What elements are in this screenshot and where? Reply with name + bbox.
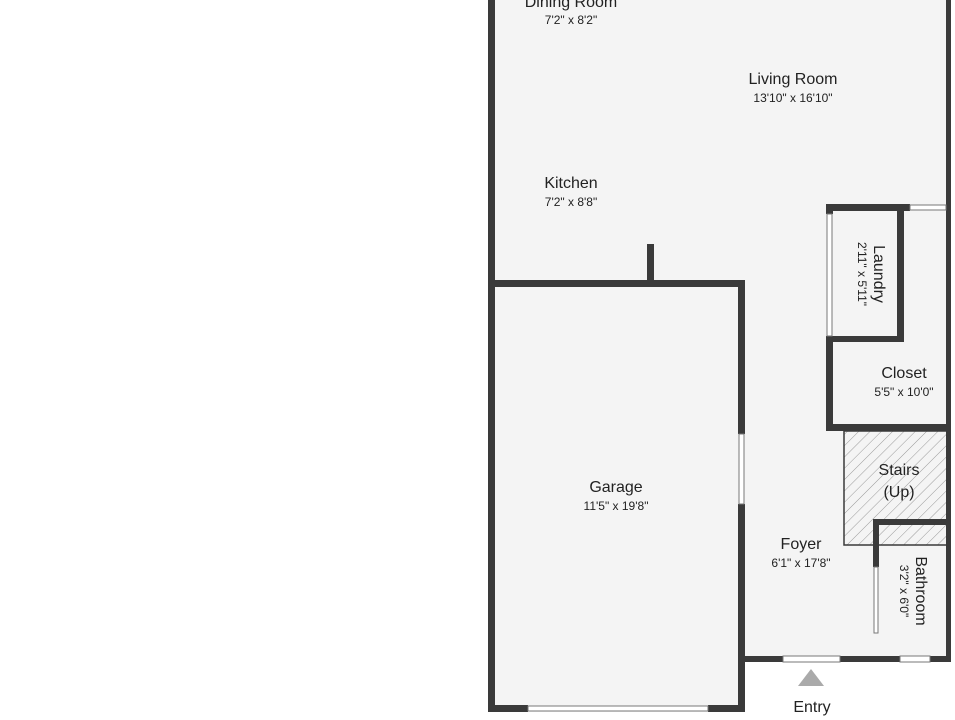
- wall-laundry-bottom: [826, 336, 904, 342]
- room-dims-closet: 5'5" x 10'0": [874, 385, 933, 399]
- room-name-stairs-up: (Up): [883, 484, 914, 501]
- stairs-area: [843, 430, 950, 546]
- wall-bath-right: [946, 519, 951, 661]
- room-name-kitchen: Kitchen: [544, 175, 597, 192]
- walls: [488, 0, 951, 712]
- room-dims-dining: 7'2" x 8'2": [545, 13, 597, 27]
- wall-left-outer: [488, 0, 495, 712]
- room-name-bathroom: Bathroom: [912, 556, 929, 625]
- room-name-closet: Closet: [881, 365, 927, 382]
- floors: [490, 0, 950, 712]
- room-name-living: Living Room: [749, 71, 838, 88]
- wall-kitchen-stub: [647, 244, 654, 284]
- room-name-stairs: Stairs: [879, 462, 920, 479]
- room-dims-laundry: 2'11" x 5'11": [855, 242, 869, 306]
- window-bathroom: [873, 566, 879, 634]
- room-dims-garage: 11'5" x 19'8": [584, 499, 649, 513]
- wall-foyer-bottom-right: [840, 656, 951, 662]
- wall-garage-bottom-right: [708, 705, 745, 712]
- wall-right-upper: [946, 0, 951, 206]
- wall-garage-right-upper: [738, 284, 745, 434]
- entry-arrow-icon: [798, 669, 824, 686]
- wall-garage-top: [490, 280, 745, 287]
- window-garage-side: [738, 433, 745, 505]
- wall-bath-top: [873, 519, 951, 525]
- room-dims-bathroom: 3'2" x 6'0": [897, 565, 911, 617]
- wall-laundry-left: [826, 204, 833, 214]
- wall-laundry-top: [826, 204, 910, 211]
- window-laundry: [826, 213, 833, 337]
- entry-label: Entry: [793, 699, 830, 716]
- windows: [527, 204, 947, 712]
- window-garage-bottom: [527, 705, 709, 712]
- wall-closet-left: [826, 336, 833, 430]
- wall-stairs-right: [946, 424, 951, 524]
- wall-right-mid: [946, 206, 951, 431]
- wall-garage-right-lower: [738, 504, 745, 712]
- room-name-garage: Garage: [589, 479, 642, 496]
- room-dims-kitchen: 7'2" x 8'8": [545, 195, 597, 209]
- room-dims-foyer: 6'1" x 17'8": [771, 556, 830, 570]
- room-labels: Dining Room 7'2" x 8'2" Living Room 13'1…: [525, 0, 934, 716]
- wall-garage-bottom-left: [488, 705, 528, 712]
- room-name-laundry: Laundry: [870, 245, 887, 303]
- wall-laundry-right: [897, 208, 904, 342]
- window-top-right: [909, 204, 947, 211]
- wall-closet-bottom: [826, 424, 950, 431]
- wall-bath-left: [873, 519, 879, 567]
- room-dims-living: 13'10" x 16'10": [753, 91, 832, 105]
- window-foyer-bottom: [782, 655, 841, 663]
- garage-floor: [490, 284, 743, 712]
- room-name-foyer: Foyer: [781, 536, 823, 553]
- window-bath-bottom: [899, 655, 931, 663]
- room-name-dining: Dining Room: [525, 0, 617, 11]
- wall-foyer-bottom-left: [743, 656, 783, 662]
